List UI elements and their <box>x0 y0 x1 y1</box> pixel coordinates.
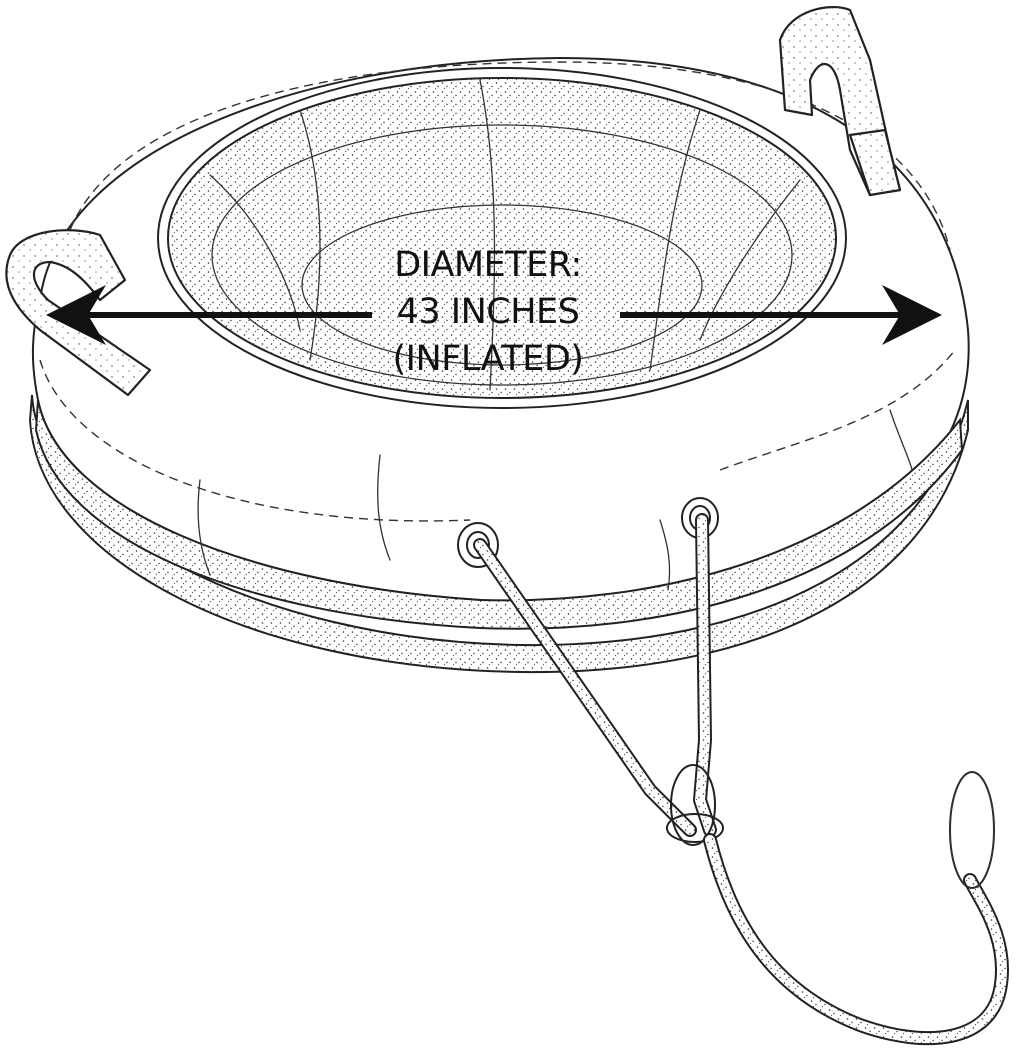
label-line-1: DIAMETER: <box>394 245 582 285</box>
grommets <box>457 497 719 568</box>
bottom-band <box>28 394 969 674</box>
right-handle-strap[interactable] <box>778 6 902 197</box>
label-line-2: 43 INCHES <box>397 292 580 332</box>
tow-rope[interactable] <box>473 513 1009 1046</box>
label-line-3: (INFLATED) <box>393 339 584 379</box>
middle-band <box>34 399 964 630</box>
left-handle-strap[interactable] <box>5 229 152 397</box>
rope-knot <box>670 764 716 846</box>
dimension-label: DIAMETER: 43 INCHES (INFLATED) <box>393 245 584 379</box>
